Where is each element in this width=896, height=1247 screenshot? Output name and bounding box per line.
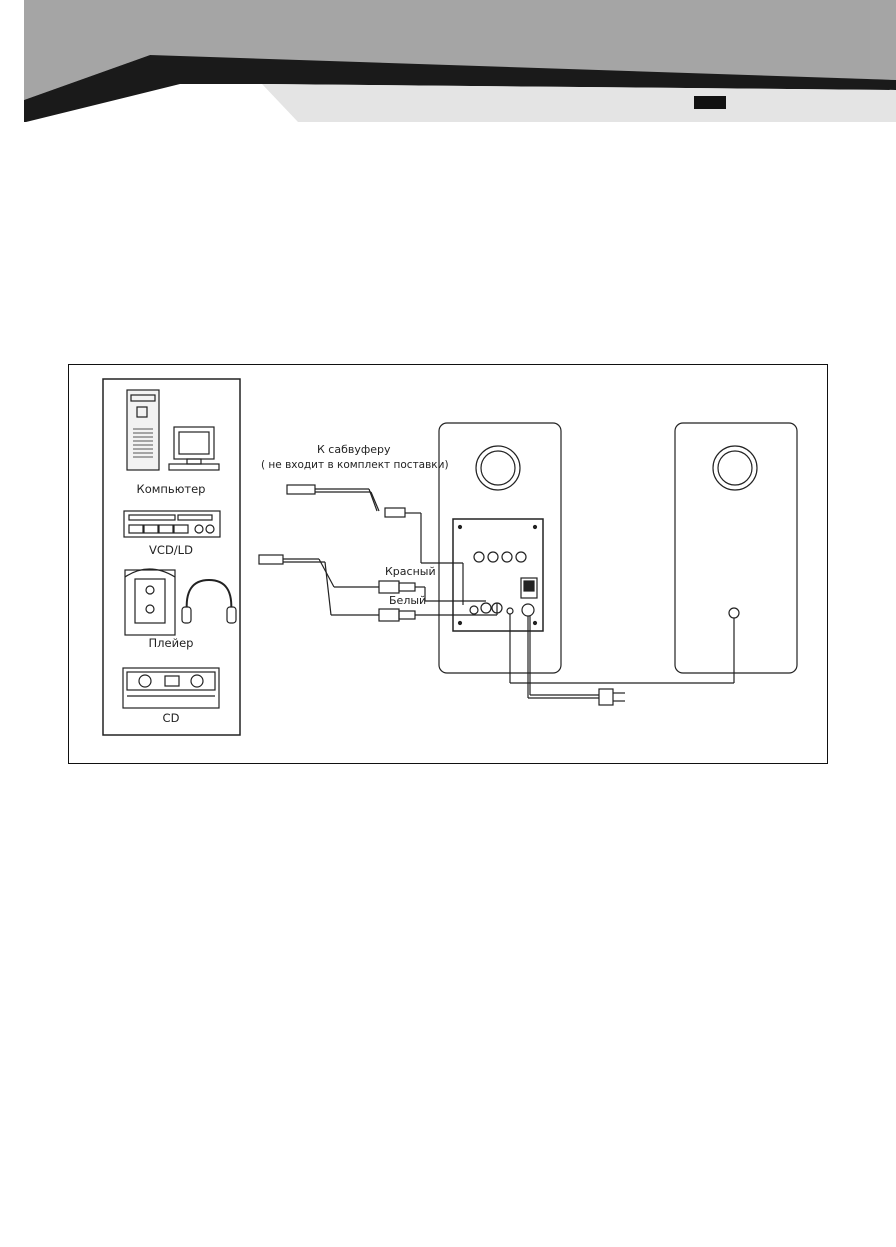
source-label-computer: Компьютер: [136, 482, 206, 496]
white-cable-label: Белый: [389, 594, 427, 607]
active-speaker: [438, 422, 562, 674]
source-label-player: Плейер: [148, 636, 194, 650]
connection-diagram: Компьютер VCD/LD Плейер CD К сабвуферу (…: [68, 364, 828, 764]
source-panel: [102, 378, 241, 736]
connection-diagram-drawing: [102, 378, 798, 736]
power-cord: [527, 616, 625, 706]
source-label-cd: CD: [162, 711, 180, 725]
header-banner: [24, 0, 896, 122]
rca-cable: [258, 554, 498, 622]
subwoofer-note: ( не входит в комплект поставки): [261, 459, 449, 471]
cd-player-icon: [122, 667, 220, 709]
computer-icon: [126, 389, 220, 471]
header-dark-stripe: [24, 55, 896, 122]
subwoofer-cable: [286, 484, 464, 605]
speaker-link-cable: [509, 614, 735, 684]
page-number-tab: [694, 96, 726, 109]
vcd-player-icon: [123, 510, 221, 538]
source-label-vcd: VCD/LD: [149, 543, 193, 557]
cassette-player-icon: [124, 568, 237, 636]
header-gray-band: [24, 0, 896, 100]
subwoofer-label: К сабвуферу: [317, 443, 391, 456]
red-cable-label: Красный: [385, 565, 436, 578]
passive-speaker: [674, 422, 798, 674]
header-light-stripe: [262, 84, 896, 122]
